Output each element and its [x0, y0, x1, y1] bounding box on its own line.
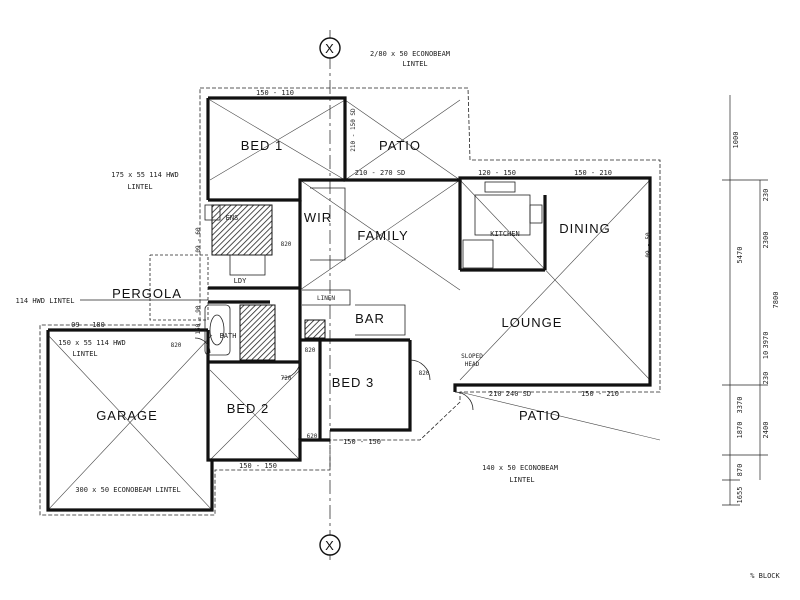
label-lounge: LOUNGE [502, 315, 563, 330]
dim-v-5470: 5470 [736, 247, 744, 264]
dim-v-09-50: 09 - 50 [645, 232, 652, 258]
dim-150-210-b: 150 - 210 [581, 390, 619, 398]
dim-820-c: 820 [419, 370, 430, 377]
label-patio-top: PATIO [379, 138, 421, 153]
section-marker-top: X [325, 41, 335, 56]
pergola [80, 254, 209, 321]
dim-150-210: 150 - 210 [574, 169, 612, 177]
sloped-head: SLOPED [461, 353, 483, 360]
dim-v-150-90: 150 - 90 [195, 305, 202, 334]
dim-210-240-sd: 210 240 SD [489, 390, 531, 398]
label-linen: LINEN [317, 295, 335, 302]
dim-210-270-sd: 210 - 270 SD [355, 169, 406, 177]
dim-120-150: 120 - 150 [478, 169, 516, 177]
label-family: FAMILY [357, 228, 408, 243]
label-bed3: BED 3 [332, 375, 375, 390]
dim-820-d: 820 [281, 241, 292, 248]
lintel-bottom: 140 x 50 ECONOBEAM [482, 464, 558, 472]
sloped-head-2: HEAD [465, 361, 480, 368]
section-line [319, 30, 341, 560]
label-bar: BAR [355, 311, 385, 326]
dim-v-230-b: 230 [762, 372, 770, 385]
dim-v-230: 230 [762, 189, 770, 202]
interior-walls [208, 178, 547, 440]
lintel-top-2: LINTEL [402, 60, 427, 68]
roof-hips [47, 99, 661, 511]
roof-outline [39, 87, 661, 516]
dim-09-60: 09 - 60 [195, 227, 202, 253]
exterior-walls [46, 96, 652, 512]
label-wir: WIR [304, 210, 332, 225]
label-bed2: BED 2 [227, 401, 270, 416]
dim-v-1000: 1000 [732, 132, 740, 149]
dim-09-180: 09 - 180 [71, 321, 105, 329]
label-garage: GARAGE [96, 408, 158, 423]
lintel-left-2: LINTEL [127, 183, 152, 191]
dim-150-150: 150 - 150 [343, 438, 381, 446]
dim-v-2400: 2400 [762, 422, 770, 439]
dim-v-870: 870 [736, 464, 744, 477]
lintel-garage-side: 150 x 55 114 HWD [58, 339, 125, 347]
label-bed1: BED 1 [241, 138, 284, 153]
dim-v-7800: 7800 [772, 292, 780, 309]
lintel-bottom-2: LINTEL [509, 476, 534, 484]
label-patio-bottom: PATIO [519, 408, 561, 423]
dim-150-150-b: 150 - 150 [239, 462, 277, 470]
fixtures [204, 181, 543, 356]
dim-820-b: 820 [305, 347, 316, 354]
lintel-garage: 300 x 50 ECONOBEAM LINTEL [75, 486, 180, 494]
lintel-left: 175 x 55 114 HWD [111, 171, 178, 179]
door-swings [194, 337, 474, 411]
dim-v-1655: 1655 [736, 487, 744, 504]
label-ldy: LDY [234, 277, 247, 285]
dim-210-150-sd: 210 - 150 SD [350, 108, 357, 152]
lintel-top: 2/80 x 50 ECONOBEAM [370, 50, 450, 58]
dim-v-3370: 3370 [736, 397, 744, 414]
dim-v-1870: 1870 [736, 422, 744, 439]
label-ens: ENS [226, 214, 239, 222]
footer-note: % BLOCK [750, 572, 780, 580]
dim-720: 720 [281, 375, 292, 382]
right-dimension-chain [722, 95, 768, 506]
dim-820: 820 [171, 342, 182, 349]
dim-v-10: 10 [762, 351, 770, 359]
dim-150-110: 150 - 110 [256, 89, 294, 97]
label-bath: BATH [220, 332, 237, 340]
label-pergola: PERGOLA [112, 286, 182, 301]
label-kitchen: KITCHEN [490, 230, 520, 238]
dim-620: 620 [307, 433, 318, 440]
label-dining: DINING [559, 221, 611, 236]
dim-v-3970: 3970 [762, 332, 770, 349]
dim-v-2300: 2300 [762, 232, 770, 249]
lintel-pergola: 114 HWD LINTEL [15, 297, 74, 305]
lintel-garage-side-2: LINTEL [72, 350, 97, 358]
section-marker-bottom: X [325, 538, 335, 553]
wet-areas [211, 204, 326, 361]
